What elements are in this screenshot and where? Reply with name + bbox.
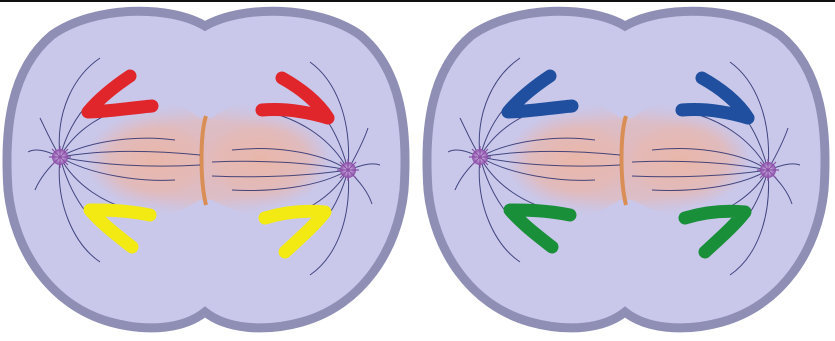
right-cell xyxy=(427,11,825,328)
left-cell xyxy=(7,11,405,328)
